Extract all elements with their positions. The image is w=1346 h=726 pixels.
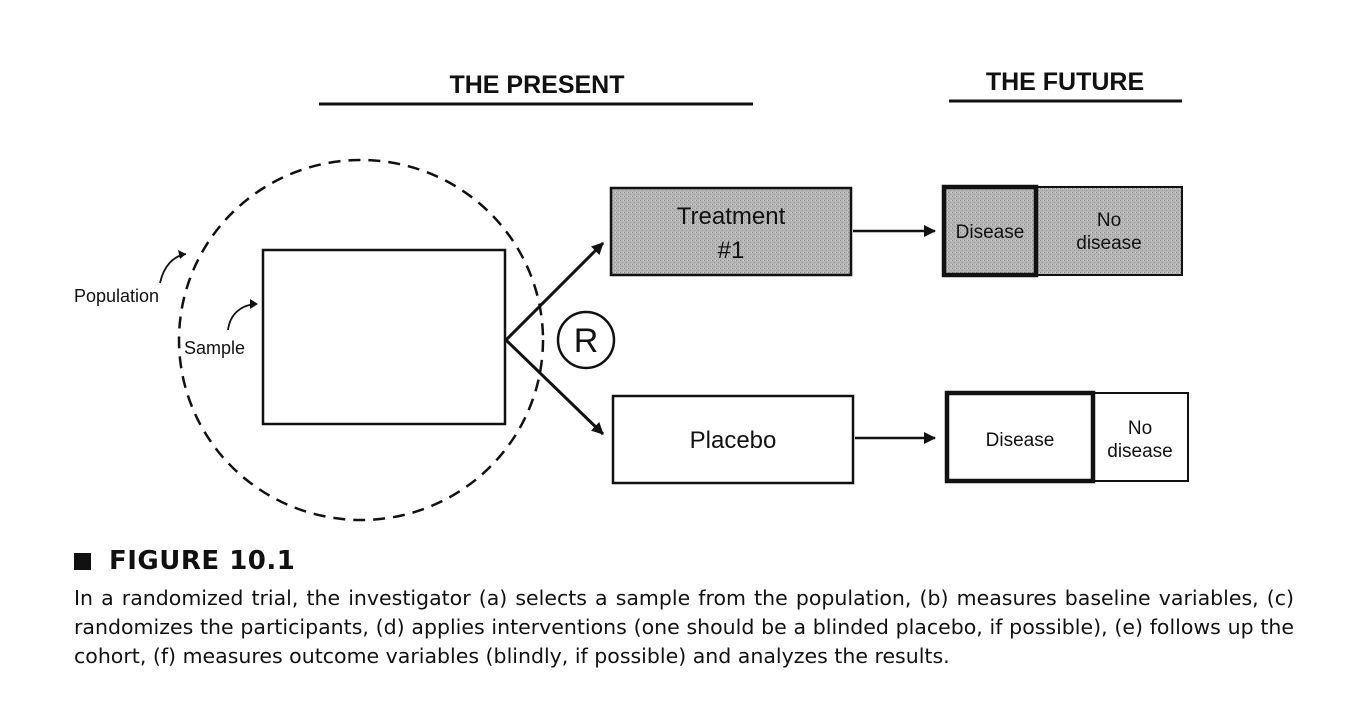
placebo-no-disease-line2: disease: [1107, 441, 1173, 462]
treatment-disease-box: [941, 184, 1039, 278]
figure-caption: In a randomized trial, the investigator …: [74, 586, 1294, 668]
treatment-label-line1: Treatment: [677, 203, 786, 230]
treatment-label-line2: #1: [718, 237, 745, 264]
placebo-no-disease-line1: No: [1128, 418, 1152, 439]
population-pointer-arrowhead-icon: [178, 250, 186, 259]
randomize-symbol-circle: [556, 310, 616, 370]
placebo-label: Placebo: [690, 427, 777, 454]
figure-title: FIGURE 10.1: [74, 546, 295, 576]
randomize-symbol-letter: R: [574, 322, 599, 360]
sample-pointer-arrow: [227, 303, 257, 331]
treatment-box: [609, 186, 853, 277]
sample-rectangle: [261, 248, 507, 426]
placebo-box: [611, 394, 855, 485]
population-label: Population: [74, 286, 159, 306]
randomized-trial-diagram: THE PRESENT THE FUTURE Population Sample…: [74, 68, 1189, 522]
bullet-square-icon: [74, 552, 91, 570]
header-the-present: THE PRESENT: [449, 71, 624, 99]
arrow-to-treatment: [504, 241, 605, 342]
header-the-future: THE FUTURE: [986, 68, 1144, 96]
treatment-no-disease-line2: disease: [1076, 233, 1142, 254]
figure-title-text: FIGURE 10.1: [109, 546, 296, 576]
treatment-no-disease-line1: No: [1097, 210, 1121, 231]
placebo-disease-box: [944, 390, 1096, 484]
placebo-disease-label: Disease: [986, 430, 1055, 451]
treatment-disease-label: Disease: [956, 222, 1025, 243]
sample-pointer-arrowhead-icon: [250, 299, 258, 309]
population-circle: [177, 158, 545, 522]
population-pointer-arrow: [159, 253, 187, 284]
sample-label: Sample: [184, 338, 245, 358]
arrow-to-placebo: [504, 338, 605, 436]
